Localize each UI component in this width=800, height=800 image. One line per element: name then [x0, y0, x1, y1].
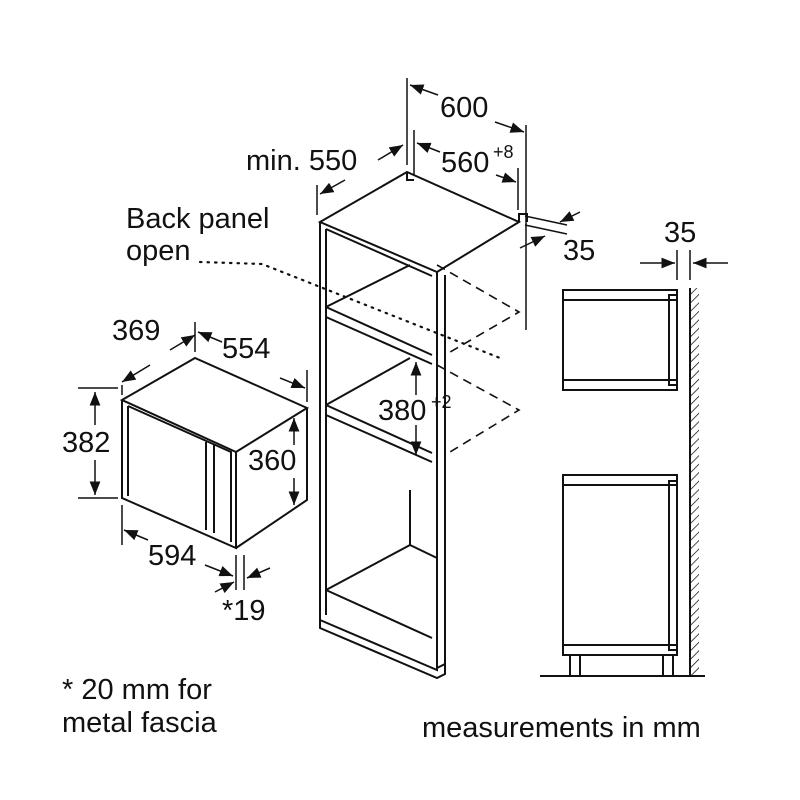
microwave: 369 554 382 360 594 *19 [62, 315, 310, 627]
footnote-line-1: * 20 mm for [62, 674, 212, 706]
dim-fascia-19: *19 [222, 595, 266, 627]
dim-594: 594 [148, 540, 196, 572]
dim-360: 360 [248, 445, 296, 477]
dim-369: 369 [112, 315, 160, 347]
side-view: 35 [540, 217, 728, 677]
dim-380: 380 [378, 395, 426, 427]
dim-600: 600 [440, 92, 488, 124]
tall-cabinet [198, 170, 528, 680]
dim-min-550: min. 550 [246, 145, 357, 177]
dim-side-35: 35 [664, 217, 696, 249]
dim-382: 382 [62, 427, 110, 459]
back-panel-label-2: open [126, 235, 191, 267]
footnote-line-2: metal fascia [62, 707, 218, 739]
dim-380-tolerance: +2 [431, 392, 452, 412]
units-note: measurements in mm [422, 712, 701, 744]
dim-back-35: 35 [563, 235, 595, 267]
back-panel-label-1: Back panel [126, 203, 270, 235]
cabinet-dimensions: 600 560 +8 min. 550 35 380 +2 [246, 78, 595, 455]
dim-560: 560 [441, 147, 489, 179]
dim-560-tolerance: +8 [493, 142, 514, 162]
dim-554: 554 [222, 333, 270, 365]
